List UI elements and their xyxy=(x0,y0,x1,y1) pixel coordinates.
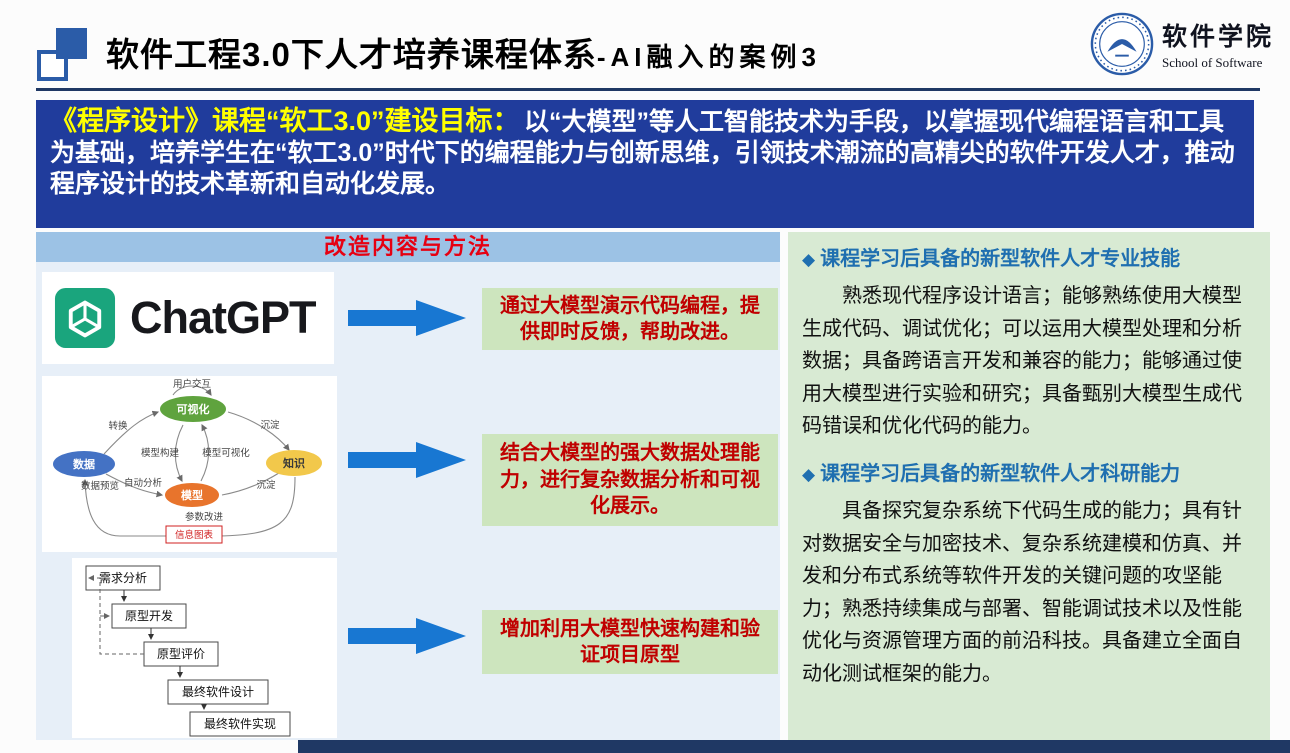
viz-label-settle-top: 沉淀 xyxy=(260,419,280,431)
section-heading-research-text: 课程学习后具备的新型软件人才科研能力 xyxy=(820,462,1181,485)
section-heading-skills: ◆课程学习后具备的新型软件人才专业技能 xyxy=(802,244,1256,274)
school-name-en: School of Software xyxy=(1161,55,1263,70)
university-emblem-icon xyxy=(1090,12,1154,76)
section-body-skills: 熟悉现代程序设计语言；能够熟练使用大模型生成代码、调试优化；可以运用大模型处理和… xyxy=(802,285,1242,438)
flow-box-prototype-eval xyxy=(143,641,219,667)
viz-info-chart-box xyxy=(165,525,223,544)
viz-label-auto-analyze: 自动分析 xyxy=(124,477,163,489)
right-panel: ◆课程学习后具备的新型软件人才专业技能 熟悉现代程序设计语言；能够熟练使用大模型… xyxy=(788,232,1270,740)
flow-box-final-design xyxy=(167,679,269,705)
caption-row-2: 结合大模型的强大数据处理能力，进行复杂数据分析和可视化展示。 xyxy=(482,434,778,526)
flow-step-label: 最终软件设计 xyxy=(182,684,254,699)
block-arrow-icon xyxy=(348,618,466,654)
viz-label-info-chart: 信息图表 xyxy=(175,529,214,541)
chatgpt-label: ChatGPT xyxy=(130,292,317,343)
section-heading-research: ◆课程学习后具备的新型软件人才科研能力 xyxy=(802,459,1256,489)
flow-step-label: 原型开发 xyxy=(125,608,173,623)
school-name-cn: 软件学院 xyxy=(1161,24,1274,51)
goal-banner-body: 以“大模型”等人工智能技术为手段，以掌握现代编程语言和工具为基础，培养学生在“软… xyxy=(50,108,1235,199)
flow-step-label: 最终软件实现 xyxy=(204,716,276,731)
diamond-bullet-icon: ◆ xyxy=(802,250,816,269)
block-arrow-icon xyxy=(348,442,466,478)
viz-node-model-label: 模型 xyxy=(181,488,203,502)
diamond-bullet-icon: ◆ xyxy=(802,464,816,484)
viz-label-data-preview: 数据预览 xyxy=(81,480,119,492)
chatgpt-logo: ChatGPT xyxy=(42,272,334,364)
viz-node-knowledge-label: 知识 xyxy=(282,456,305,470)
left-panel-title: 改造内容与方法 xyxy=(36,232,780,262)
viz-label-settle-bottom: 沉淀 xyxy=(256,479,276,491)
viz-label-param-improve: 参数改进 xyxy=(185,511,224,523)
viz-label-user-interaction: 用户交互 xyxy=(173,378,212,390)
prototype-flowchart: 需求分析 原型开发 原型评价 最终软件设计 最终软件实现 xyxy=(72,558,337,738)
viz-label-model-visualize: 模型可视化 xyxy=(202,447,250,459)
school-logo-text: 软件学院 School of Software xyxy=(1162,17,1274,71)
page-title: 软件工程3.0下人才培养课程体系-AI融入的案例3 xyxy=(106,28,821,76)
caption-row-3: 增加利用大模型快速构建和验证项目原型 xyxy=(482,610,778,674)
goal-banner: 《程序设计》课程“软工3.0”建设目标： 以“大模型”等人工智能技术为手段，以掌… xyxy=(36,100,1254,228)
flow-step-label: 需求分析 xyxy=(99,571,147,585)
viz-node-visualization-label: 可视化 xyxy=(177,402,210,416)
flow-box-prototype-dev xyxy=(111,603,187,629)
flow-box-final-implementation xyxy=(189,711,291,737)
section-heading-skills-text: 课程学习后具备的新型软件人才专业技能 xyxy=(820,248,1181,270)
visualization-pipeline-diagram: 数据 可视化 知识 模型 用户交互 转换 沉淀 沉淀 模型构建 模型可视化 自动… xyxy=(42,376,337,552)
viz-label-model-build: 模型构建 xyxy=(141,447,180,459)
viz-node-visualization xyxy=(160,396,226,422)
viz-node-knowledge xyxy=(266,450,322,476)
viz-node-data-label: 数据 xyxy=(73,457,95,471)
openai-icon xyxy=(54,287,116,349)
caption-row-1: 通过大模型演示代码编程，提供即时反馈，帮助改进。 xyxy=(482,288,778,350)
section-body-research: 具备探究复杂系统下代码生成的能力；具有针对数据安全与加密技术、复杂系统建模和仿真… xyxy=(802,499,1242,685)
goal-banner-highlight: 《程序设计》课程“软工3.0”建设目标： xyxy=(50,106,520,136)
decor-square-solid-icon xyxy=(56,28,87,59)
page-title-main: 软件工程3.0下人才培养课程体系 xyxy=(106,36,597,73)
block-arrow-icon xyxy=(348,300,466,336)
page-title-suffix: -AI融入的案例3 xyxy=(596,42,821,72)
viz-label-transform: 转换 xyxy=(108,420,128,432)
bottom-bar xyxy=(298,740,1290,753)
title-underline xyxy=(36,88,1260,91)
school-logo: 软件学院 School of Software xyxy=(1090,12,1274,76)
viz-node-data xyxy=(53,451,115,477)
viz-node-model xyxy=(165,483,219,507)
flow-step-label: 原型评价 xyxy=(157,647,205,661)
